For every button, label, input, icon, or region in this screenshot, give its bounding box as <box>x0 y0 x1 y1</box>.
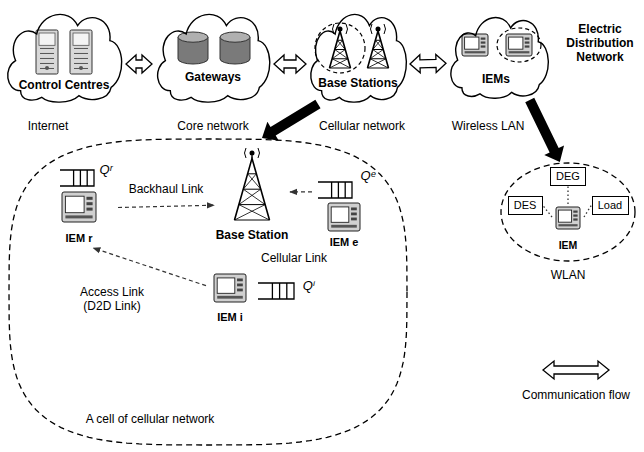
edge-label: Backhaul Link <box>127 183 206 197</box>
highlight-circle <box>315 23 365 73</box>
internet-cloud: Control CentresInternet <box>2 4 126 104</box>
iem-icon <box>62 192 96 222</box>
zoom-arrow <box>525 98 564 162</box>
node-label: DES <box>514 199 537 212</box>
cellular-network-cloud: Base StationsCellular network <box>306 4 410 104</box>
cloud-shape <box>158 14 270 102</box>
tower-icon <box>235 148 270 220</box>
wiring-line <box>584 205 592 217</box>
node-sublabel: Qⁱ <box>303 279 315 294</box>
highlight-circle <box>497 28 541 62</box>
component-box: DES <box>508 196 543 215</box>
cloud-outline <box>152 4 274 104</box>
node-sublabel: Qᵉ <box>360 169 375 184</box>
node-label: Base Stations <box>318 77 397 91</box>
legend-swatch <box>540 358 612 382</box>
edge-label: Access Link (D2D Link) <box>70 286 154 314</box>
iem-device: IEM i Qⁱ <box>206 270 318 326</box>
cloud-shape <box>451 18 548 99</box>
node-sublabel: Wireless LAN <box>452 120 525 134</box>
iem-device: IEM <box>552 204 584 256</box>
node-label: IEM e <box>330 236 359 249</box>
tower-icon <box>368 24 389 68</box>
node-label: Gateways <box>185 71 241 85</box>
queue-icon <box>258 283 294 299</box>
iem-device: IEM e Qᵉ <box>312 166 380 252</box>
iem-icon <box>328 203 360 231</box>
server-icon <box>70 30 92 74</box>
legend-label: Communication flow <box>522 389 630 403</box>
base-station: Base Station <box>214 144 290 246</box>
node-sublabel: Qʳ <box>100 163 113 178</box>
wiring-line <box>543 205 553 217</box>
node-label: Control Centres <box>19 79 110 93</box>
link-arrow <box>93 248 206 286</box>
wireless-lan-cloud: IEMsWireless LAN <box>446 8 552 100</box>
edge-label: Cellular Link <box>259 252 329 266</box>
gateway-cylinder <box>220 32 250 64</box>
node-label: IEM i <box>217 311 243 324</box>
legend-arrow <box>543 361 609 379</box>
communication-arrow <box>126 55 152 73</box>
queue-icon <box>60 170 94 186</box>
node-sublabel: Core network <box>177 120 248 134</box>
wiring-line <box>567 186 568 205</box>
node-label: DEG <box>556 170 580 183</box>
link-arrow <box>118 205 214 207</box>
communication-arrow <box>274 55 306 73</box>
iem-icon <box>506 34 532 56</box>
node-label: Base Station <box>216 229 289 243</box>
link-arrow <box>290 191 312 192</box>
cloud-shape <box>311 14 407 102</box>
wlan-outline <box>501 163 635 261</box>
node-sublabel: Cellular network <box>319 120 405 134</box>
note-label: Electric Distribution Network <box>558 23 642 64</box>
server-icon <box>36 30 58 74</box>
node-label: IEM <box>559 239 578 251</box>
cell-outline <box>8 138 408 446</box>
queue-icon <box>318 182 352 198</box>
node-label: IEMs <box>482 73 510 87</box>
communication-arrow <box>410 54 446 72</box>
cloud-shape <box>8 14 122 102</box>
tower-icon <box>330 24 351 68</box>
zoom-arrow <box>262 100 321 141</box>
iem-device: IEM r Qʳ <box>56 158 118 248</box>
gateway-cylinder <box>178 32 208 64</box>
cell-region: Base Station IEM r QʳIEM e QᵉIEM i Qⁱ A cell … <box>8 138 408 446</box>
wlan-region: DEGDESLoadIEMWLAN <box>500 162 636 262</box>
node-sublabel: Internet <box>28 120 69 134</box>
node-label: IEM r <box>66 232 93 245</box>
node-label: WLAN <box>551 269 586 283</box>
iem-icon <box>462 34 488 56</box>
node-label: A cell of cellular network <box>86 413 215 427</box>
iem-icon <box>214 274 246 302</box>
component-box: DEG <box>550 167 586 186</box>
component-box: Load <box>592 196 629 215</box>
iem-icon <box>556 207 580 229</box>
cell-outline <box>9 139 407 445</box>
node-label: Load <box>598 199 622 212</box>
core-network-cloud: GatewaysCore network <box>152 4 274 104</box>
cloud-outline <box>446 8 552 100</box>
